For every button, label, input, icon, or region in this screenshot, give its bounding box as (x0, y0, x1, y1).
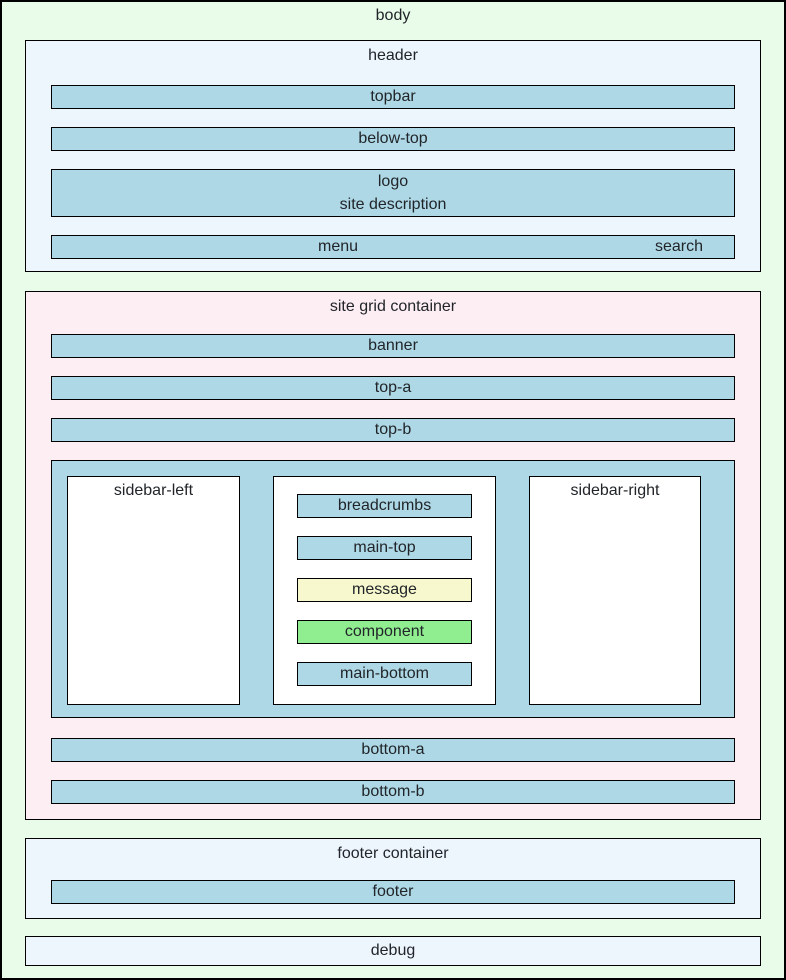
sidebar-right-label: sidebar-right (570, 482, 660, 499)
debug-section: debug (25, 936, 761, 966)
sidebar-left-label: sidebar-left (113, 482, 194, 499)
position-menu: menu (317, 238, 359, 255)
main-panel: breadcrumbs main-top message component m… (273, 476, 496, 705)
logo-label: logo (377, 173, 409, 190)
sidebar-right-panel: sidebar-right (529, 476, 701, 705)
position-main-top: main-top (297, 536, 472, 560)
site-description-label: site description (339, 196, 447, 213)
header-label: header (368, 47, 418, 64)
menu-search-bar: menu search (51, 235, 735, 259)
site-grid-container: site grid container banner top-a top-b s… (25, 291, 761, 820)
site-grid-label: site grid container (329, 298, 457, 315)
position-bottom-a: bottom-a (51, 738, 735, 762)
footer-container-section: footer container footer (25, 838, 761, 919)
position-topbar: topbar (51, 85, 735, 109)
sidebar-left-panel: sidebar-left (67, 476, 240, 705)
position-component: component (297, 620, 472, 644)
position-below-top: below-top (51, 127, 735, 151)
debug-label: debug (370, 942, 416, 959)
position-message: message (297, 578, 472, 602)
position-footer: footer (51, 880, 735, 904)
position-banner: banner (51, 334, 735, 358)
header-section: header topbar below-top logo site descri… (25, 40, 761, 272)
position-top-a: top-a (51, 376, 735, 400)
position-main-bottom: main-bottom (297, 662, 472, 686)
logo-box: logo site description (51, 169, 735, 217)
position-search: search (654, 238, 704, 255)
columns-container: sidebar-left breadcrumbs main-top messag… (51, 460, 735, 718)
body-label: body (375, 7, 411, 24)
position-bottom-b: bottom-b (51, 780, 735, 804)
position-top-b: top-b (51, 418, 735, 442)
footer-container-label: footer container (337, 845, 449, 862)
position-breadcrumbs: breadcrumbs (297, 494, 472, 518)
